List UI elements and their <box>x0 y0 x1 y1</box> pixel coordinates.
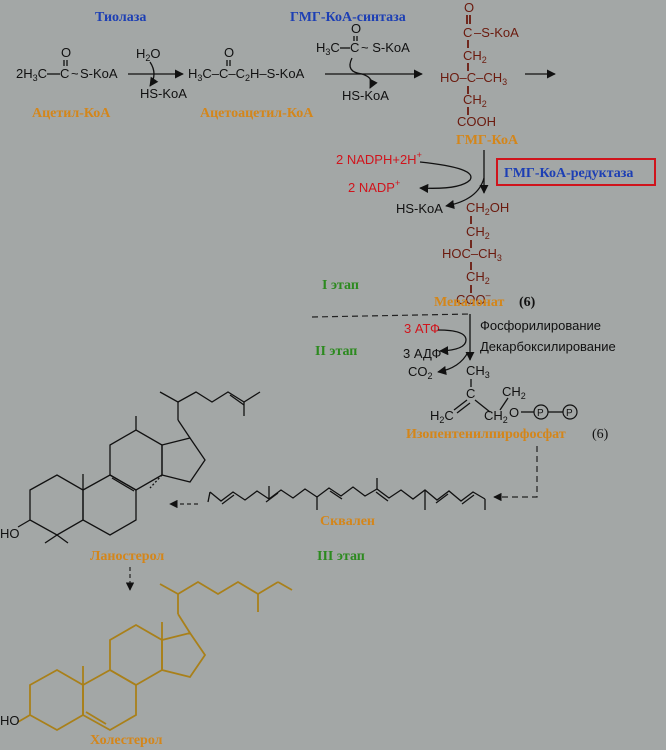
mevalonate-ref: (6) <box>519 295 536 310</box>
svg-text:HS-KoA: HS-KoA <box>342 88 389 103</box>
enzyme-hmg-reductase: ГМГ-КоА-редуктаза <box>504 166 633 181</box>
ipp-structure: CH3 C H2C CH2 CH2 O P P <box>430 363 578 425</box>
svg-text:S-KoA: S-KoA <box>80 66 118 81</box>
svg-text:CH2: CH2 <box>502 384 526 401</box>
svg-text:C: C <box>60 66 69 81</box>
label-cholesterol: Холестерол <box>90 733 163 748</box>
svg-text:CH2: CH2 <box>484 408 508 425</box>
svg-text:P: P <box>537 408 544 419</box>
label-hmg-coa: ГМГ-КоА <box>456 133 519 148</box>
svg-text:H3C: H3C <box>316 40 340 57</box>
hmg-coa-structure: O C –S-KoA CH2 HO–C–CH3 CH2 COOH <box>440 0 519 129</box>
svg-text:P: P <box>566 408 573 419</box>
ipp-ref: (6) <box>592 427 609 442</box>
svg-text:HO–C–CH3: HO–C–CH3 <box>440 70 507 87</box>
lanosterol-structure: HO <box>0 391 261 544</box>
svg-text:O: O <box>351 21 361 36</box>
label-lanosterol: Ланостерол <box>90 549 164 564</box>
stage-1-label: I этап <box>322 278 359 293</box>
svg-text:CH2: CH2 <box>466 269 490 286</box>
label-ipp: Изопентенилпирофосфат <box>406 427 566 442</box>
hmg-reductase-box <box>496 158 656 186</box>
svg-text:HOC–CH3: HOC–CH3 <box>442 246 502 263</box>
stage-2-label: II этап <box>315 344 357 359</box>
svg-text:3 АТФ: 3 АТФ <box>404 321 440 336</box>
enzyme-hmg-synthase: ГМГ-КоА-синтаза <box>290 10 406 25</box>
squalene-structure <box>207 478 486 510</box>
svg-text:O: O <box>224 45 234 60</box>
label-acetyl-coa: Ацетил-КоА <box>32 106 111 121</box>
enzyme-thiolase: Тиолаза <box>95 10 146 25</box>
process-phosphorylation: Фосфорилирование <box>480 318 601 333</box>
svg-text:COO–: COO– <box>456 290 491 307</box>
svg-text:~: ~ <box>71 66 79 81</box>
svg-text:HO: HO <box>0 526 20 541</box>
acetyl-coa-structure: 2H3C C O ~ S-KoA <box>16 45 118 83</box>
svg-text:~ S-KoA: ~ S-KoA <box>361 40 410 55</box>
svg-text:CH2: CH2 <box>466 224 490 241</box>
stage-3-label: III этап <box>317 549 365 564</box>
label-mevalonate: Мевалонат <box>434 295 504 310</box>
label-acetoacetyl-coa: Ацетоацетил-КоА <box>200 106 314 121</box>
svg-text:C: C <box>350 40 359 55</box>
svg-text:CH2OH: CH2OH <box>466 200 509 217</box>
svg-text:2 NADPH+2H+: 2 NADPH+2H+ <box>336 150 422 167</box>
svg-text:HS-KoA: HS-KoA <box>396 201 443 216</box>
svg-text:CH2: CH2 <box>463 48 487 65</box>
svg-text:CH2: CH2 <box>463 92 487 109</box>
svg-text:C: C <box>466 386 475 401</box>
svg-text:H2O: H2O <box>136 46 161 63</box>
svg-text:O: O <box>61 45 71 60</box>
svg-text:HO: HO <box>0 713 20 728</box>
mevalonate-structure: CH2OH CH2 HOC–CH3 CH2 COO– <box>442 200 509 307</box>
label-squalene: Сквален <box>320 514 375 529</box>
stage-divider <box>311 313 471 318</box>
acetyl-coa-reagent: H3C C O ~ S-KoA <box>316 21 410 57</box>
svg-text:O: O <box>464 0 474 15</box>
svg-text:HS-KoA: HS-KoA <box>140 86 187 101</box>
svg-text:3 АДФ: 3 АДФ <box>403 346 441 361</box>
cholesterol-structure: HO <box>0 580 293 732</box>
svg-text:C: C <box>463 25 472 40</box>
svg-text:2 NADP+: 2 NADP+ <box>348 178 400 195</box>
svg-text:COOH: COOH <box>457 114 496 129</box>
svg-text:CH3: CH3 <box>466 363 490 380</box>
svg-text:CO2: CO2 <box>408 364 433 381</box>
arrow-ipp-to-squalene <box>493 446 538 502</box>
svg-text:H2C: H2C <box>430 408 454 425</box>
svg-text:H3C–C–C2H–S-KoA: H3C–C–C2H–S-KoA <box>188 66 305 83</box>
svg-text:2H3C: 2H3C <box>16 66 47 83</box>
svg-text:O: O <box>509 405 519 420</box>
svg-text:–S-KoA: –S-KoA <box>474 25 519 40</box>
acetoacetyl-coa-structure: H3C–C–C2H–S-KoA O <box>188 45 305 83</box>
process-decarboxylation: Декарбоксилирование <box>480 339 616 354</box>
